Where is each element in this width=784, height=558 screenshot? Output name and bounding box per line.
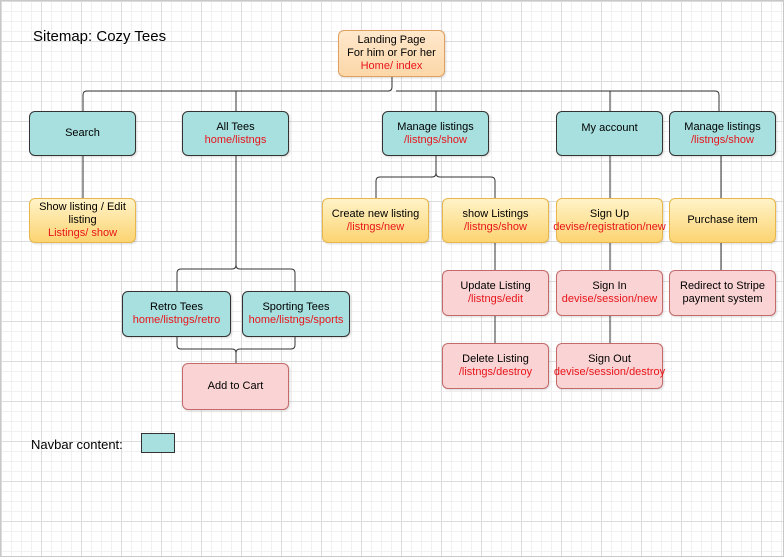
node-route: home/listngs/sports: [248, 314, 344, 326]
node-sign-in: Sign In devise/session/new: [556, 270, 663, 316]
diagram-title: Sitemap: Cozy Tees: [33, 28, 167, 45]
node-route: /listngs/edit: [467, 293, 524, 305]
node-label: Delete Listing: [462, 353, 529, 365]
node-route: /listngs/show: [464, 220, 527, 233]
node-label: Manage listings: [684, 120, 761, 133]
connector-landing-bus: [82, 77, 393, 111]
node-line: Redirect to Stripe: [680, 280, 765, 292]
node-label: Manage listings: [397, 120, 474, 133]
node-line: For him or For her: [347, 47, 436, 59]
legend-navbar-swatch: [141, 433, 175, 453]
node-manage-listings: Manage listings /listngs/show: [382, 111, 489, 156]
node-search: Search: [29, 111, 136, 156]
node-route: devise/session/destroy: [553, 366, 666, 378]
node-line: Landing Page: [357, 34, 426, 46]
node-route: Home/ index: [360, 60, 423, 72]
node-redirect-stripe: Redirect to Stripe payment system: [669, 270, 776, 316]
node-add-to-cart: Add to Cart: [182, 363, 289, 410]
connector-retro-cart: [176, 337, 237, 363]
connector-alltees-split: [176, 156, 237, 291]
node-label: Sign Up: [589, 207, 630, 220]
node-route: devise/session/new: [561, 293, 658, 305]
node-sign-up: Sign Up devise/registration/new: [553, 198, 666, 243]
node-route: /listngs/show: [691, 133, 754, 146]
node-retro-tees: Retro Tees home/listngs/retro: [122, 291, 231, 337]
connector-manage-split: [375, 156, 437, 198]
node-label: Sporting Tees: [262, 301, 330, 313]
connector-sporting-cart: [235, 337, 296, 354]
node-label: All Tees: [216, 120, 255, 133]
node-route: devise/registration/new: [553, 220, 666, 233]
node-label: Create new listing: [331, 207, 420, 220]
node-delete-listing: Delete Listing /listngs/destroy: [442, 343, 549, 389]
node-route: home/listngs: [204, 133, 267, 146]
node-line: Show listing / Edit: [39, 201, 126, 213]
legend-label: Navbar content:: [31, 437, 123, 452]
node-manage-listings-2: Manage listings /listngs/show: [669, 111, 776, 156]
node-sign-out: Sign Out devise/session/destroy: [553, 343, 666, 389]
node-label: Search: [65, 127, 100, 139]
node-show-listings: show Listings /listngs/show: [442, 198, 549, 243]
node-route: Listings/ show: [47, 227, 118, 239]
node-label: show Listings: [462, 207, 529, 220]
node-purchase-item: Purchase item: [669, 198, 776, 243]
node-line: payment system: [682, 293, 763, 305]
node-label: My account: [581, 122, 638, 134]
node-update-listing: Update Listing /listngs/edit: [442, 270, 549, 316]
connector-bus-right: [396, 90, 720, 111]
node-route: /listngs/destroy: [458, 366, 533, 378]
node-create-listing: Create new listing /listngs/new: [322, 198, 429, 243]
node-landing-page: Landing Page For him or For her Home/ in…: [338, 30, 445, 77]
node-sporting-tees: Sporting Tees home/listngs/sports: [242, 291, 350, 337]
connector-alltees-sporting: [235, 264, 296, 291]
node-route: home/listngs/retro: [132, 314, 221, 326]
node-label: Retro Tees: [150, 301, 203, 313]
node-label: Sign Out: [588, 353, 631, 365]
node-route: /listngs/new: [346, 220, 405, 233]
node-show-edit-listing: Show listing / Edit listing Listings/ sh…: [29, 198, 136, 243]
node-my-account: My account: [556, 111, 663, 156]
connector-manage-show: [435, 172, 496, 198]
node-all-tees: All Tees home/listngs: [182, 111, 289, 156]
node-label: Add to Cart: [207, 380, 264, 392]
node-line: listing: [68, 214, 97, 226]
node-label: Update Listing: [460, 280, 531, 292]
node-label: Sign In: [592, 280, 627, 292]
node-route: /listngs/show: [404, 133, 467, 146]
node-label: Purchase item: [687, 214, 758, 226]
